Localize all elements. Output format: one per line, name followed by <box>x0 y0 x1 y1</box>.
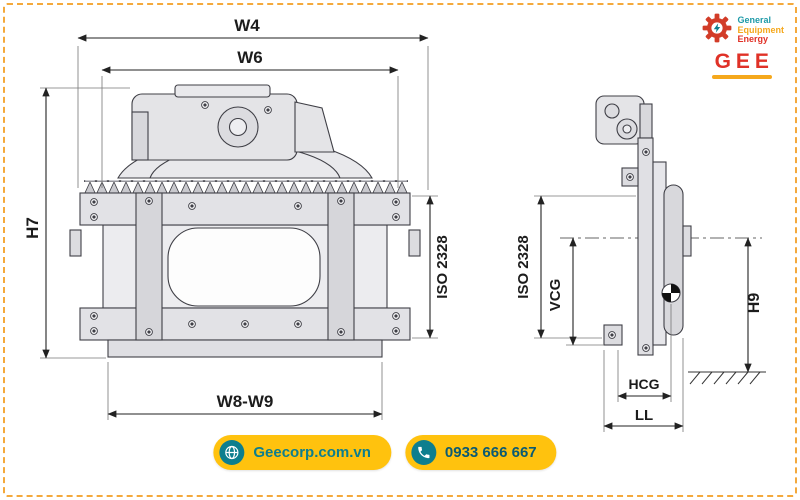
brand-logo: General Equipment Energy GEE <box>701 12 785 79</box>
dim-label-w6: W6 <box>237 48 263 67</box>
website-button[interactable]: Geecorp.com.vn <box>213 435 391 470</box>
dim-label-h7: H7 <box>23 217 42 239</box>
dim-label-w4: W4 <box>234 16 260 35</box>
front-view-dimensions: W4 W6 H7 ISO 2328 W8-W9 <box>23 16 451 420</box>
dim-label-vcg: VCG <box>547 279 564 312</box>
footer-contact-bar: Geecorp.com.vn 0933 666 667 <box>213 435 557 470</box>
dim-label-w8-w9: W8-W9 <box>217 392 274 411</box>
dim-label-iso-side: ISO 2328 <box>515 235 532 298</box>
logo-word-general: General <box>737 14 772 25</box>
dim-label-iso-front: ISO 2328 <box>434 235 451 298</box>
phone-button[interactable]: 0933 666 667 <box>404 435 557 470</box>
center-of-gravity-symbol <box>661 283 681 303</box>
ground-hatching <box>688 371 766 385</box>
side-view-dimensions: ISO 2328 VCG H9 HCG LL <box>515 195 763 432</box>
dim-label-ll: LL <box>635 407 653 424</box>
phone-icon <box>410 440 436 465</box>
dim-label-h9: H9 <box>746 293 763 314</box>
front-view-machine <box>69 84 421 358</box>
logo-brand-text: GEE <box>714 50 774 73</box>
globe-icon <box>219 440 245 465</box>
gear-icon <box>701 12 733 49</box>
dim-label-hcg: HCG <box>628 376 659 392</box>
logo-underline <box>712 75 773 79</box>
logo-word-energy: Energy <box>737 34 769 45</box>
side-view-machine <box>560 95 766 385</box>
logo-word-equipment: Equipment <box>737 24 785 35</box>
website-label: Geecorp.com.vn <box>253 444 371 461</box>
phone-label: 0933 666 667 <box>444 444 537 461</box>
